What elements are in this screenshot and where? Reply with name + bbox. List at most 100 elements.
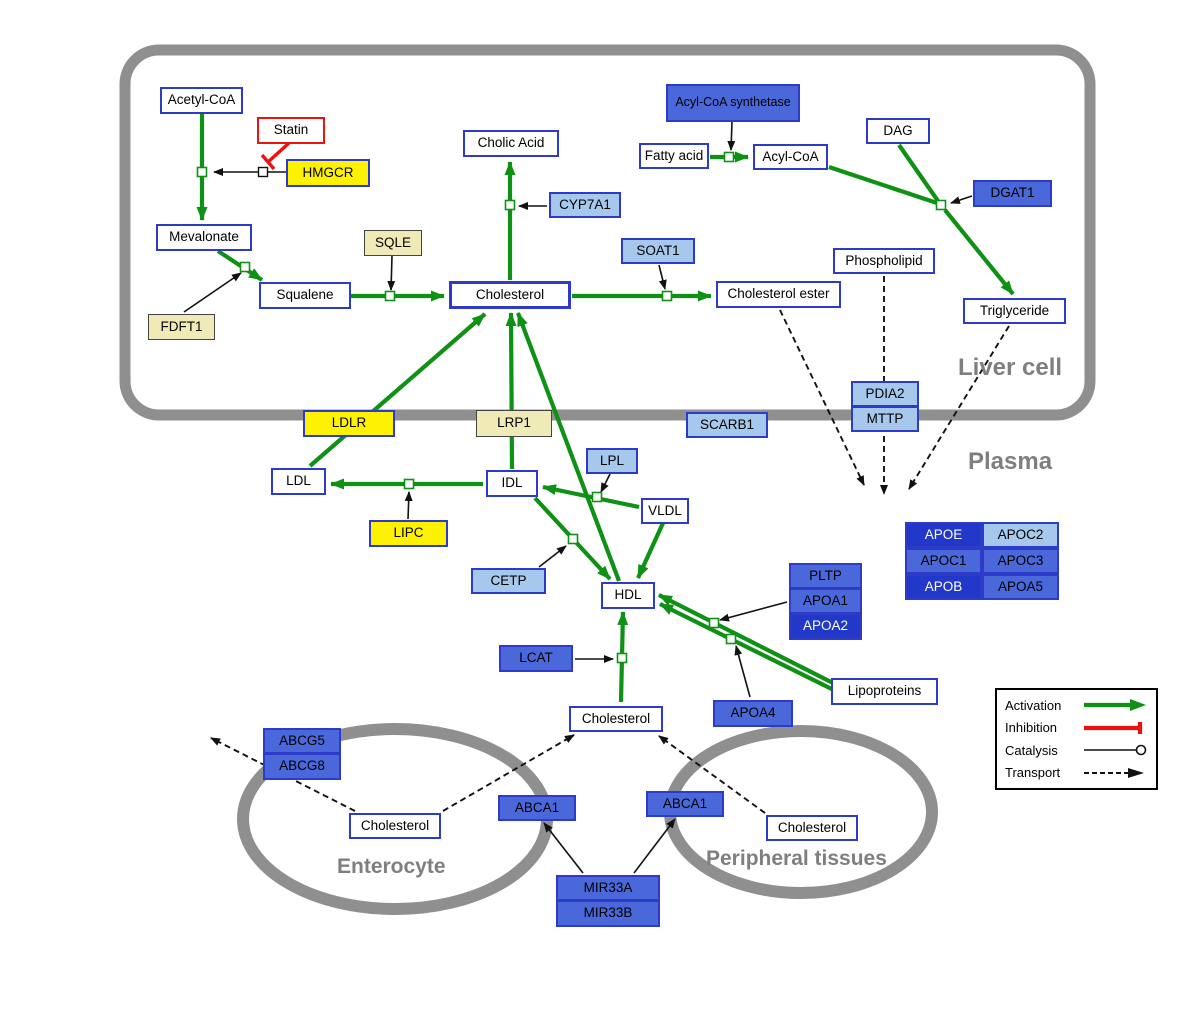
- catalysis-edge-cetp: [538, 545, 567, 568]
- reaction-node: [403, 478, 415, 490]
- node-acetyl-coa[interactable]: Acetyl-CoA: [160, 87, 243, 114]
- node-cholesterol-peripheral[interactable]: Cholesterol: [766, 815, 858, 841]
- node-hdl[interactable]: HDL: [601, 582, 655, 609]
- activation-edge-idl-cholesterol-via-lrp1: [505, 312, 517, 470]
- transport-edge-peripheral-cholesterol-plasma: [658, 735, 766, 814]
- inhibition-target-node: [257, 166, 269, 178]
- catalysis-edge-fdft1: [183, 272, 242, 313]
- plasma-label: Plasma: [968, 448, 1053, 475]
- liver-cell-label: Liver cell: [958, 354, 1063, 381]
- node-fdft1[interactable]: FDFT1: [148, 314, 215, 340]
- node-phospholipid[interactable]: Phospholipid: [833, 248, 935, 274]
- catalysis-edge-lpl: [600, 473, 611, 493]
- node-cholesterol-enterocyte[interactable]: Cholesterol: [349, 813, 441, 839]
- legend-row-inhibition: Inhibition: [1005, 718, 1148, 738]
- node-lpl[interactable]: LPL: [586, 448, 638, 474]
- node-cetp[interactable]: CETP: [471, 568, 546, 594]
- node-cholesterol-liver[interactable]: Cholesterol: [449, 281, 571, 309]
- node-squalene[interactable]: Squalene: [259, 282, 351, 309]
- node-sqle[interactable]: SQLE: [364, 230, 422, 256]
- reaction-node: [384, 290, 396, 302]
- node-apoc2[interactable]: APOC2: [982, 522, 1059, 548]
- node-hmgcr[interactable]: HMGCR: [286, 159, 370, 187]
- node-soat1[interactable]: SOAT1: [621, 238, 695, 264]
- reaction-node: [591, 491, 603, 503]
- node-lipoproteins[interactable]: Lipoproteins: [831, 678, 938, 705]
- node-ldlr[interactable]: LDLR: [303, 410, 395, 437]
- legend-inhibition-label: Inhibition: [1005, 720, 1058, 736]
- catalysis-edge-sqle: [387, 255, 396, 291]
- node-pltp[interactable]: PLTP: [789, 563, 862, 589]
- node-pdia2[interactable]: PDIA2: [851, 381, 919, 407]
- catalysis-edge-apoa4: [734, 645, 751, 698]
- node-dag[interactable]: DAG: [866, 118, 930, 144]
- node-mevalonate[interactable]: Mevalonate: [156, 224, 252, 251]
- node-apoa1[interactable]: APOA1: [789, 588, 862, 614]
- reaction-node: [723, 151, 735, 163]
- node-mttp[interactable]: MTTP: [851, 406, 919, 432]
- node-apob[interactable]: APOB: [905, 574, 982, 600]
- legend-transport-label: Transport: [1005, 765, 1061, 781]
- reaction-node: [239, 261, 251, 273]
- node-abcg8[interactable]: ABCG8: [263, 753, 341, 780]
- peripheral-tissues-label: Peripheral tissues: [706, 847, 887, 870]
- activation-edge-vldl-idl: [542, 484, 640, 510]
- reaction-node: [196, 166, 208, 178]
- node-lipc[interactable]: LIPC: [369, 520, 448, 547]
- reaction-node: [567, 533, 579, 545]
- node-acyl-coa[interactable]: Acyl-CoA: [753, 144, 828, 170]
- activation-arrow-icon: [1084, 699, 1146, 712]
- node-apoa4[interactable]: APOA4: [713, 700, 793, 727]
- node-apoc1[interactable]: APOC1: [905, 548, 982, 574]
- catalysis-edge-apoa1-stack: [719, 601, 788, 622]
- node-abcg5[interactable]: ABCG5: [263, 728, 341, 754]
- node-cyp7a1[interactable]: CYP7A1: [549, 192, 621, 218]
- transport-edge-cholesterolester-plasma: [779, 309, 865, 486]
- catalysis-edge-acylcoa-synthetase: [727, 121, 736, 151]
- activation-edge-acylcoa-junction: [828, 165, 938, 205]
- legend-activation-label: Activation: [1005, 697, 1062, 713]
- node-scarb1[interactable]: SCARB1: [686, 412, 768, 438]
- node-mir33b[interactable]: MIR33B: [556, 900, 660, 927]
- node-cholic-acid[interactable]: Cholic Acid: [463, 130, 559, 157]
- node-statin[interactable]: Statin: [257, 117, 325, 144]
- node-lrp1[interactable]: LRP1: [476, 410, 552, 437]
- transport-arrow-icon: [1084, 767, 1144, 778]
- node-apoc3[interactable]: APOC3: [982, 548, 1059, 574]
- node-lcat[interactable]: LCAT: [499, 645, 573, 672]
- node-mir33a[interactable]: MIR33A: [556, 875, 660, 901]
- node-apoa2[interactable]: APOA2: [789, 613, 862, 640]
- reaction-node: [504, 199, 516, 211]
- legend-row-transport: Transport: [1005, 763, 1148, 783]
- activation-edge-vldl-hdl: [636, 522, 665, 579]
- node-vldl[interactable]: VLDL: [641, 498, 689, 524]
- node-abca1-enterocyte[interactable]: ABCA1: [498, 795, 576, 821]
- node-abca1-peripheral[interactable]: ABCA1: [646, 791, 724, 817]
- reaction-node: [725, 633, 737, 645]
- node-cholesterol-plasma[interactable]: Cholesterol: [569, 706, 663, 732]
- reaction-node: [935, 199, 947, 211]
- legend-catalysis-label: Catalysis: [1005, 742, 1058, 758]
- legend: Activation Inhibition Catalysis Transpor…: [995, 688, 1158, 790]
- transport-edge-enterocyte-cholesterol-plasma: [442, 734, 575, 812]
- catalysis-edge-soat1: [658, 264, 667, 290]
- node-fatty-acid[interactable]: Fatty acid: [639, 143, 709, 169]
- reaction-node: [616, 652, 628, 664]
- activation-edge-hdl-cholesterol: [516, 312, 621, 582]
- node-apoa5[interactable]: APOA5: [982, 574, 1059, 600]
- node-acyl-coa-synthetase[interactable]: Acyl-CoA synthetase: [666, 84, 800, 122]
- node-cholesterol-ester[interactable]: Cholesterol ester: [716, 281, 841, 308]
- liver-cell-compartment: [119, 44, 1096, 421]
- node-apoe[interactable]: APOE: [905, 522, 982, 548]
- reaction-node: [708, 617, 720, 629]
- activation-edge-lipoproteins-hdl-upper: [658, 593, 834, 685]
- transport-edge-triglyceride-plasma: [908, 325, 1010, 490]
- node-ldl[interactable]: LDL: [271, 468, 326, 495]
- legend-row-activation: Activation: [1005, 695, 1148, 715]
- regulation-edge-mir33-abca1-right: [633, 818, 676, 874]
- node-dgat1[interactable]: DGAT1: [973, 180, 1052, 207]
- catalysis-edge-lipc: [404, 491, 413, 520]
- node-triglyceride[interactable]: Triglyceride: [963, 298, 1066, 324]
- node-idl[interactable]: IDL: [486, 470, 538, 497]
